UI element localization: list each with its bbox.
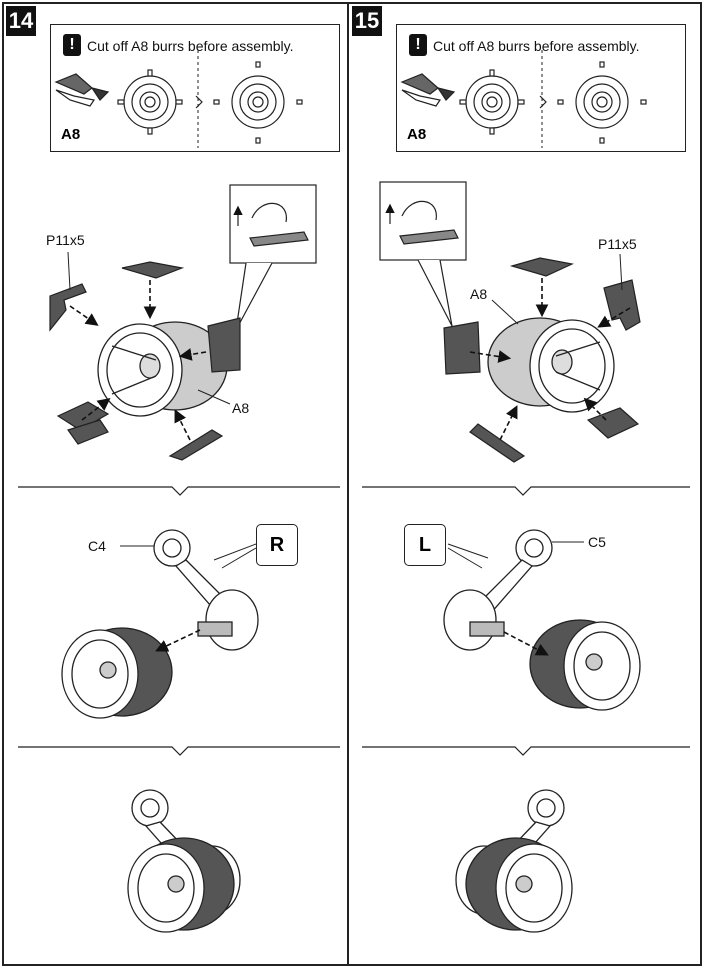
zoom-callout-14 — [229, 184, 317, 331]
section-divider-15a — [362, 486, 690, 756]
a8-part-before — [459, 69, 525, 135]
arrows-15 — [469, 278, 631, 441]
zoom-callout-15 — [379, 181, 467, 327]
label-c5: C5 — [588, 534, 606, 550]
warning-icon: ! — [409, 34, 427, 56]
label-p11x5: P11x5 — [46, 232, 85, 248]
step-number-14: 14 — [6, 6, 36, 36]
burr-note-box-15: ! Cut off A8 burrs before assembly. A8 — [396, 24, 686, 152]
assembled-14 — [127, 789, 241, 933]
side-tag-right: R — [256, 524, 298, 566]
note-part-code: A8 — [61, 126, 81, 143]
arrows-14 — [69, 280, 207, 441]
wheel-15 — [529, 619, 641, 711]
column-divider — [347, 2, 349, 966]
nippers-icon — [400, 73, 456, 107]
burr-note-box-14: ! Cut off A8 burrs before assembly. A8 — [50, 24, 340, 152]
note-part-code: A8 — [407, 126, 427, 143]
c5-arm-15 — [443, 529, 553, 651]
assembled-15 — [455, 789, 573, 933]
p11-plates-15 — [443, 257, 641, 463]
a8-ring-14 — [97, 321, 228, 417]
step-number-15: 15 — [352, 6, 382, 36]
a8-ring-15 — [487, 317, 615, 413]
label-c4: C4 — [88, 538, 106, 554]
wheel-14 — [61, 627, 173, 719]
burr-note-text: Cut off A8 burrs before assembly. — [87, 38, 294, 54]
warning-icon: ! — [63, 34, 81, 56]
label-p11x5: P11x5 — [598, 236, 637, 252]
section-divider-14a — [18, 486, 340, 756]
a8-part-after — [213, 61, 303, 144]
label-a8: A8 — [232, 400, 250, 416]
a8-part-before — [117, 69, 183, 135]
a8-part-after — [557, 61, 647, 144]
side-tag-left: L — [404, 524, 446, 566]
burr-note-text: Cut off A8 burrs before assembly. — [433, 38, 640, 54]
label-a8: A8 — [470, 286, 488, 302]
c4-arm-14 — [153, 529, 259, 651]
nippers-icon — [54, 73, 110, 107]
